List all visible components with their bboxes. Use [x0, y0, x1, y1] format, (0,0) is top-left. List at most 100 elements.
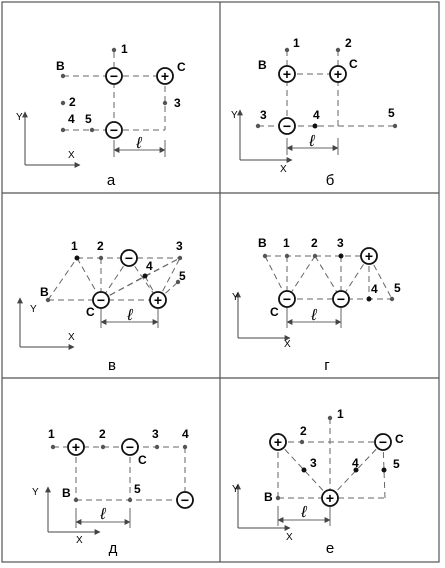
- panel-v: ℓ Y X 1 2 3 4 5 B − −C + в: [17, 239, 186, 374]
- charge-negative: −: [332, 290, 350, 308]
- panel-a: ℓ Y X 1 2 3 4 5 B − +C − а: [16, 42, 186, 189]
- svg-text:−: −: [125, 250, 133, 266]
- point-2: 2: [311, 236, 318, 259]
- charge-c: +C: [156, 60, 186, 85]
- charge-positive-bottom: +: [321, 489, 339, 507]
- svg-text:1: 1: [337, 407, 344, 421]
- charge-negative: −: [105, 67, 123, 85]
- svg-text:2: 2: [345, 36, 352, 50]
- point-2: 2: [99, 427, 106, 450]
- panel-g: ℓ Y X 1 2 3 4 5 B −C − + г: [232, 236, 401, 374]
- charge-b: B: [62, 486, 79, 503]
- svg-text:2: 2: [97, 239, 104, 253]
- charge-negative: −: [278, 117, 296, 135]
- length-marker: [113, 140, 166, 157]
- length-label: ℓ: [308, 133, 315, 150]
- charge-c: −C: [270, 290, 296, 319]
- svg-text:C: C: [86, 305, 95, 319]
- svg-text:5: 5: [393, 457, 400, 471]
- point-5: 5: [175, 269, 186, 285]
- point-4: 4: [366, 282, 378, 302]
- y-axis-label: Y: [16, 112, 23, 123]
- charge-negative-bottom: −: [105, 121, 123, 139]
- length-marker: [277, 506, 331, 526]
- field-lines: [63, 52, 166, 131]
- point-4: 4: [312, 108, 320, 129]
- length-marker: [286, 138, 339, 155]
- svg-text:5: 5: [388, 106, 395, 120]
- field-lines: [258, 50, 395, 127]
- svg-text:B: B: [258, 58, 267, 72]
- svg-text:B: B: [40, 285, 49, 299]
- svg-text:1: 1: [293, 36, 300, 50]
- svg-text:1: 1: [48, 427, 55, 441]
- svg-text:C: C: [270, 305, 279, 319]
- svg-text:2: 2: [69, 95, 76, 109]
- x-axis-label: X: [76, 535, 83, 546]
- svg-text:C: C: [138, 453, 147, 467]
- svg-text:+: +: [283, 66, 291, 82]
- point-4: 4: [352, 456, 359, 473]
- point-3: 3: [337, 236, 344, 259]
- svg-text:1: 1: [71, 239, 78, 253]
- svg-text:−: −: [126, 439, 134, 455]
- charge-negative: −: [176, 491, 194, 509]
- length-label: ℓ: [310, 307, 317, 324]
- axes: [22, 111, 81, 168]
- point-5: 5: [381, 457, 400, 473]
- svg-text:5: 5: [85, 112, 92, 126]
- length-label: ℓ: [135, 135, 142, 152]
- point-2: 2: [97, 239, 104, 261]
- svg-text:4: 4: [68, 112, 75, 126]
- svg-text:3: 3: [176, 239, 183, 253]
- x-axis-label: X: [286, 532, 293, 543]
- charge-negative: −: [120, 249, 138, 267]
- x-axis-label: X: [68, 150, 75, 161]
- x-axis-label: X: [284, 339, 291, 350]
- svg-text:3: 3: [310, 456, 317, 470]
- svg-text:+: +: [161, 68, 169, 84]
- axes: [45, 486, 101, 535]
- length-label: ℓ: [300, 504, 307, 521]
- length-label: ℓ: [126, 307, 133, 324]
- panel-caption: а: [107, 172, 116, 189]
- svg-text:2: 2: [99, 427, 106, 441]
- svg-text:+: +: [334, 66, 342, 82]
- svg-text:4: 4: [313, 108, 320, 122]
- charge-b: +B: [258, 58, 296, 83]
- point-2: 2: [299, 424, 307, 445]
- y-axis-label: Y: [30, 304, 37, 315]
- point-2: 2: [335, 36, 352, 53]
- svg-text:−: −: [110, 68, 118, 84]
- svg-text:C: C: [395, 432, 404, 446]
- point-3: 3: [162, 96, 181, 110]
- charge-positive: +: [269, 433, 287, 451]
- point-1: 1: [111, 42, 128, 56]
- panel-grid: [1, 1, 440, 563]
- svg-text:+: +: [326, 490, 334, 506]
- axes: [235, 291, 291, 341]
- charge-b: B: [40, 285, 51, 303]
- svg-text:3: 3: [260, 108, 267, 122]
- panel-caption: г: [324, 357, 330, 374]
- svg-text:5: 5: [179, 269, 186, 283]
- panel-b: ℓ Y X 1 2 3 4 5 +B +C − б: [231, 36, 398, 189]
- charge-b: B: [264, 490, 281, 504]
- charge-c: +C: [329, 57, 358, 83]
- svg-text:−: −: [110, 122, 118, 138]
- svg-text:C: C: [349, 57, 358, 71]
- x-axis-label: X: [68, 332, 75, 343]
- charge-positive: +: [360, 247, 378, 265]
- svg-text:−: −: [379, 434, 387, 450]
- point-3: 3: [152, 427, 160, 450]
- svg-text:1: 1: [121, 42, 128, 56]
- svg-text:2: 2: [311, 236, 318, 250]
- svg-text:−: −: [283, 118, 291, 134]
- charge-positive: +: [149, 291, 167, 309]
- svg-text:+: +: [154, 292, 162, 308]
- svg-text:B: B: [56, 59, 65, 73]
- charge-c: −C: [121, 438, 147, 467]
- panel-d: ℓ Y X 1 2 3 4 5 + −C − B д: [32, 427, 194, 557]
- point-5: 5: [127, 482, 141, 503]
